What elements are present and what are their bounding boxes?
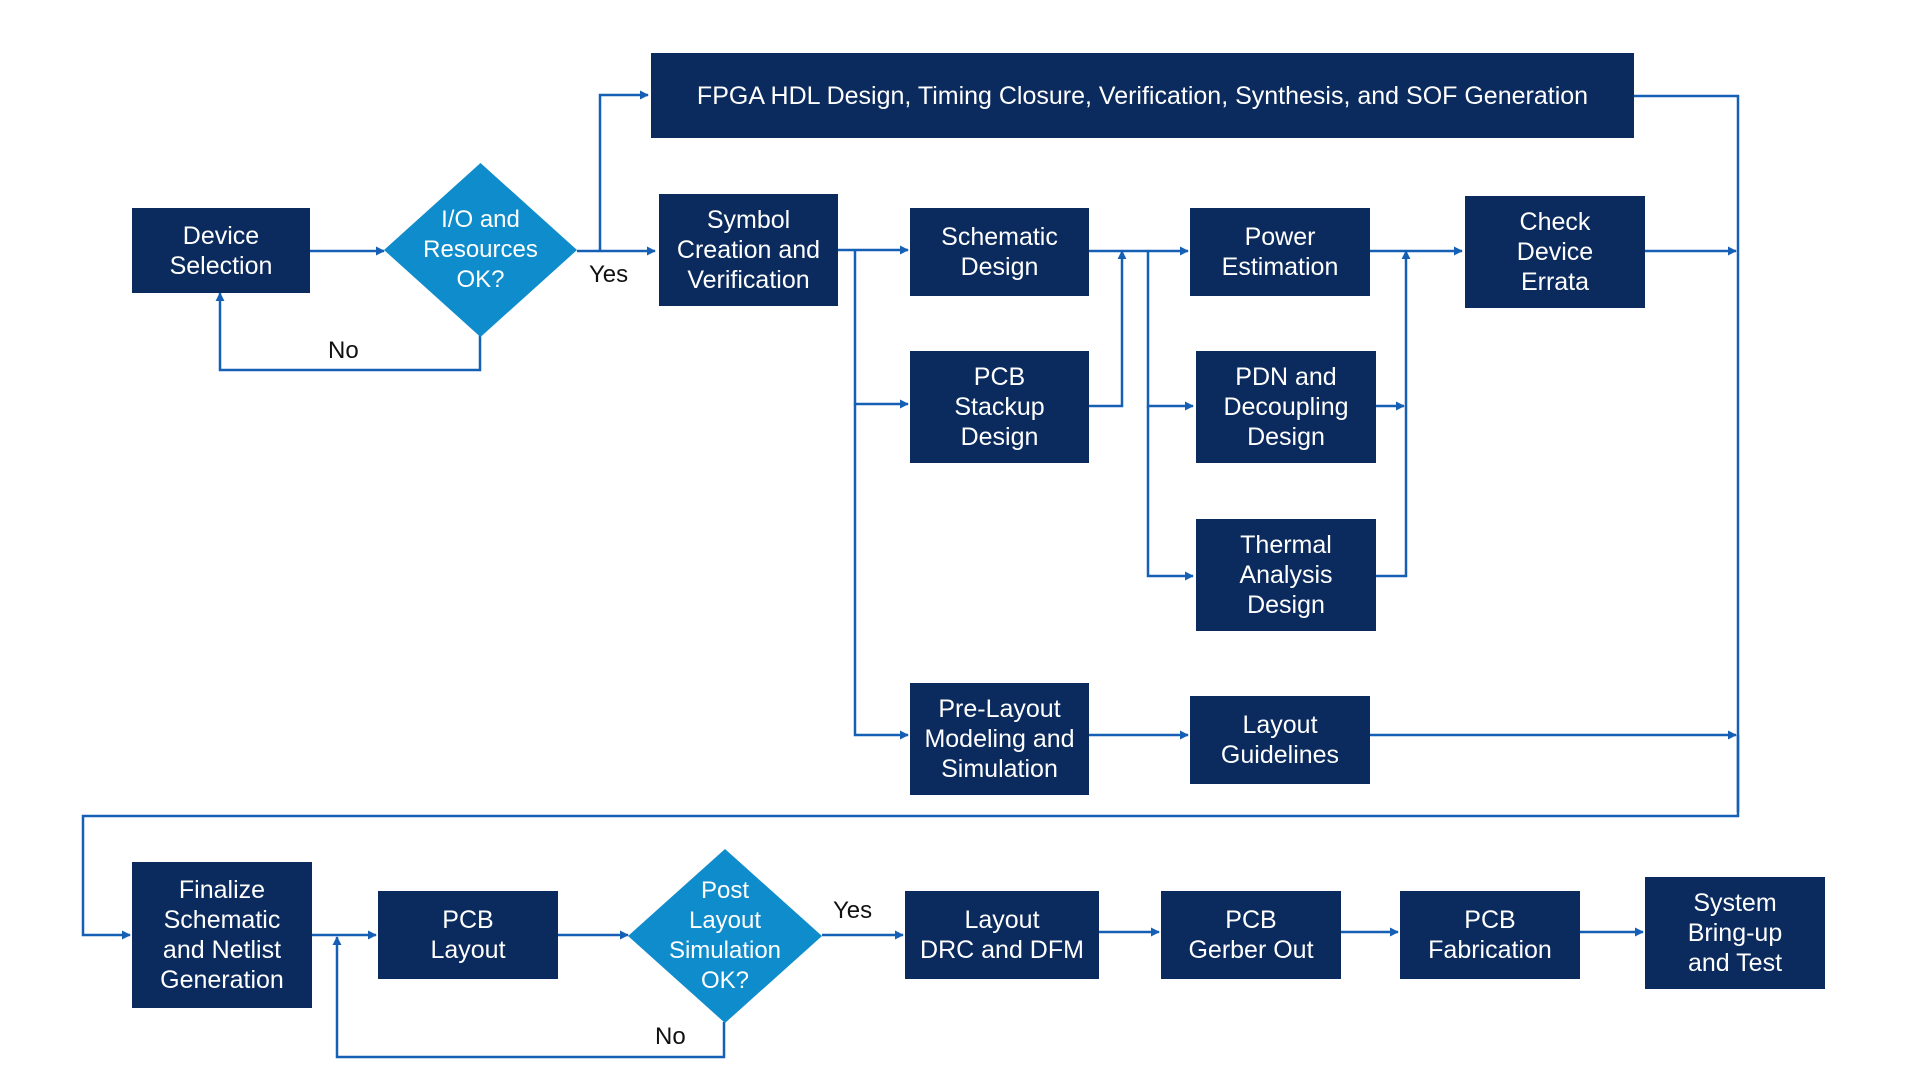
device-selection-box: Device Selection xyxy=(132,208,310,293)
fpga-hdl-box: FPGA HDL Design, Timing Closure, Verific… xyxy=(651,53,1634,138)
system-bringup-text: System Bring-up and Test xyxy=(1687,889,1783,977)
arrow-post-no-back xyxy=(332,936,726,1059)
arrow-schematic-to-pdn xyxy=(1146,251,1194,411)
io-decision-text: I/O and Resources OK? xyxy=(423,206,538,293)
pcb-fabrication-box: PCB Fabrication xyxy=(1400,891,1580,979)
arrow-symbol-to-prelayout xyxy=(853,404,909,740)
prelayout-simulation-text: Pre-Layout Modeling and Simulation xyxy=(924,695,1075,783)
gerber-out-box: PCB Gerber Out xyxy=(1161,891,1341,979)
pcb-stackup-text: PCB Stackup Design xyxy=(954,363,1045,451)
finalize-schematic-box: Finalize Schematic and Netlist Generatio… xyxy=(132,862,312,1008)
pcb-stackup-box: PCB Stackup Design xyxy=(910,351,1089,463)
arrow-io-to-fpga xyxy=(598,90,649,251)
system-bringup-box: System Bring-up and Test xyxy=(1645,877,1825,989)
post-layout-decision-text: Post Layout Simulation OK? xyxy=(668,877,782,994)
pcb-fabrication-text: PCB Fabrication xyxy=(1428,906,1552,964)
post-layout-decision: Post Layout Simulation OK? xyxy=(628,849,822,1023)
prelayout-simulation-box: Pre-Layout Modeling and Simulation xyxy=(910,683,1089,795)
post-no-label: No xyxy=(655,1023,686,1050)
arrow-fpga-to-right xyxy=(1632,94,1740,812)
layout-drc-dfm-text: Layout DRC and DFM xyxy=(920,906,1084,964)
io-decision-shape xyxy=(384,163,577,337)
power-estimation-box: Power Estimation xyxy=(1190,208,1370,296)
pcb-layout-box: PCB Layout xyxy=(378,891,558,979)
fpga-hdl-text: FPGA HDL Design, Timing Closure, Verific… xyxy=(696,81,1589,110)
pdn-decoupling-box: PDN and Decoupling Design xyxy=(1196,351,1376,463)
gerber-out-text: PCB Gerber Out xyxy=(1188,906,1314,964)
device-selection-text: Device Selection xyxy=(169,221,273,280)
schematic-design-box: Schematic Design xyxy=(910,208,1089,296)
layout-drc-dfm-box: Layout DRC and DFM xyxy=(905,891,1099,979)
layout-guidelines-text: Layout Guidelines xyxy=(1220,711,1340,769)
pcb-layout-text: PCB Layout xyxy=(430,906,506,964)
arrow-right-down-to-finalize xyxy=(81,735,1740,940)
arrow-thermal-to-join xyxy=(1375,250,1411,578)
thermal-analysis-box: Thermal Analysis Design xyxy=(1196,519,1376,631)
layout-guidelines-box: Layout Guidelines xyxy=(1190,696,1370,784)
symbol-creation-text: Symbol Creation and Verification xyxy=(676,206,821,294)
io-yes-label: Yes xyxy=(589,261,629,288)
pdn-decoupling-text: PDN and Decoupling Design xyxy=(1223,363,1349,451)
arrow-schematic-to-thermal xyxy=(1146,406,1194,581)
check-errata-box: Check Device Errata xyxy=(1465,196,1645,308)
post-yes-label: Yes xyxy=(833,897,873,924)
io-no-label: No xyxy=(328,337,359,364)
io-resources-decision: I/O and Resources OK? xyxy=(384,163,577,337)
symbol-creation-box: Symbol Creation and Verification xyxy=(659,194,838,306)
post-layout-decision-shape xyxy=(628,849,822,1023)
power-estimation-text: Power Estimation xyxy=(1221,223,1339,281)
arrow-stackup-to-schematic xyxy=(1087,250,1127,408)
schematic-design-text: Schematic Design xyxy=(941,223,1058,281)
thermal-analysis-text: Thermal Analysis Design xyxy=(1239,531,1333,619)
arrow-io-no-back xyxy=(215,292,482,372)
finalize-schematic-text: Finalize Schematic and Netlist Generatio… xyxy=(160,876,284,994)
check-errata-text: Check Device Errata xyxy=(1516,208,1594,296)
arrow-symbol-to-stackup xyxy=(853,250,909,409)
